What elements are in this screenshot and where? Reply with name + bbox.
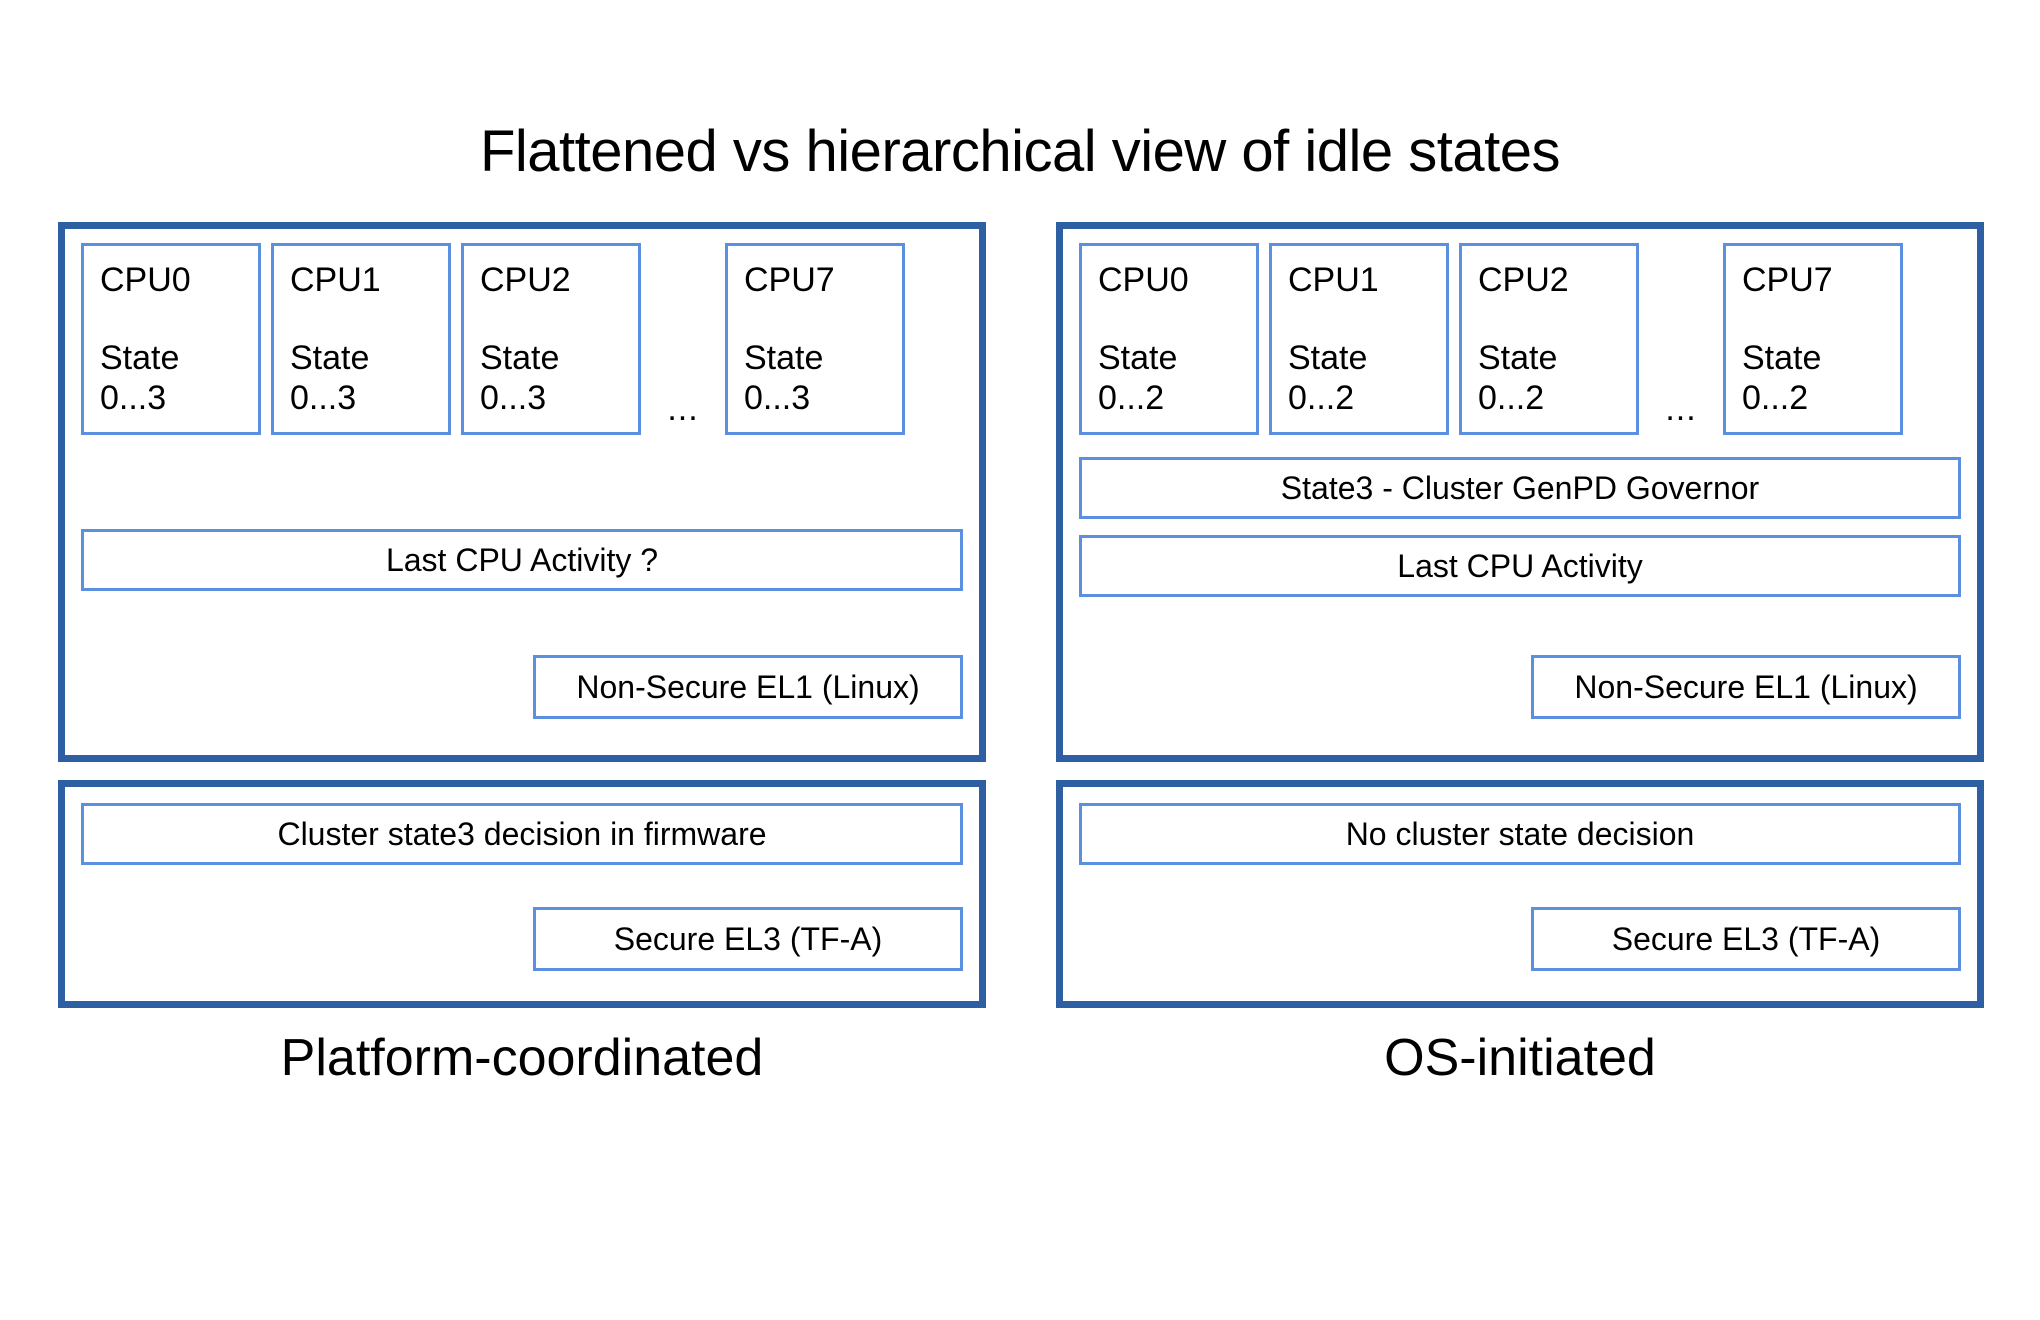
diagram-column-platform-coordinated: CPU0 State 0...3 CPU1 State 0...3 CPU2	[58, 222, 986, 1008]
cpu-state-range: 0...3	[480, 379, 547, 417]
cpu-label: CPU0	[100, 261, 191, 299]
cpu-state: State 0...3	[480, 338, 638, 418]
cpu-state-range: 0...2	[1742, 379, 1809, 417]
cpu-label: CPU0	[1098, 261, 1189, 299]
cpu-label: CPU7	[744, 261, 835, 299]
last-cpu-activity-bar: Last CPU Activity ?	[81, 529, 963, 591]
secure-el3-panel: No cluster state decision Secure EL3 (TF…	[1056, 780, 1984, 1008]
exception-level-badge-el3: Secure EL3 (TF-A)	[1531, 907, 1961, 971]
secure-el3-panel: Cluster state3 decision in firmware Secu…	[58, 780, 986, 1008]
cpu-state: State 0...3	[744, 338, 902, 418]
cpu-box-cpu0: CPU0 State 0...3	[81, 243, 261, 435]
page-title: Flattened vs hierarchical view of idle s…	[479, 119, 1561, 184]
cpu-state-label: State	[100, 339, 180, 377]
cpu-state-label: State	[1478, 339, 1558, 377]
cpu-state-range: 0...3	[290, 379, 357, 417]
cpu-ellipsis: ...	[667, 390, 699, 428]
cpu-ellipsis: ...	[1665, 390, 1697, 428]
cpu-box-cpu1: CPU1 State 0...3	[271, 243, 451, 435]
cpu-state-range: 0...3	[744, 379, 811, 417]
cpu-box-cpu2: CPU2 State 0...3	[461, 243, 641, 435]
cpu-state: State 0...2	[1098, 338, 1256, 418]
diagram-column-os-initiated: CPU0 State 0...2 CPU1 State 0...2 CPU2	[1056, 222, 1984, 1008]
cpu-state-range: 0...3	[100, 379, 167, 417]
cpu-box-cpu7: CPU7 State 0...2	[1723, 243, 1903, 435]
cpu-state-label: State	[1098, 339, 1178, 377]
cpu-state-label: State	[480, 339, 560, 377]
cpu-label: CPU2	[480, 261, 571, 299]
exception-level-badge-el1: Non-Secure EL1 (Linux)	[1531, 655, 1961, 719]
cpu-label: CPU1	[290, 261, 381, 299]
cpu-state-label: State	[1288, 339, 1368, 377]
cluster-state-decision-bar: No cluster state decision	[1079, 803, 1961, 865]
cluster-genpd-governor-bar: State3 - Cluster GenPD Governor	[1079, 457, 1961, 519]
cpu-label: CPU7	[1742, 261, 1833, 299]
cluster-state-decision-bar: Cluster state3 decision in firmware	[81, 803, 963, 865]
cpu-box-cpu0: CPU0 State 0...2	[1079, 243, 1259, 435]
column-caption-platform-coordinated: Platform-coordinated	[280, 1029, 764, 1087]
cpu-state: State 0...2	[1742, 338, 1900, 418]
cpu-box-cpu2: CPU2 State 0...2	[1459, 243, 1639, 435]
exception-level-badge-el3: Secure EL3 (TF-A)	[533, 907, 963, 971]
cpu-state: State 0...3	[290, 338, 448, 418]
cpu-state-label: State	[744, 339, 824, 377]
cpu-state-range: 0...2	[1098, 379, 1165, 417]
cpu-state-label: State	[1742, 339, 1822, 377]
cpu-label: CPU2	[1478, 261, 1569, 299]
last-cpu-activity-bar: Last CPU Activity	[1079, 535, 1961, 597]
non-secure-el1-panel: CPU0 State 0...2 CPU1 State 0...2 CPU2	[1056, 222, 1984, 762]
cpu-state: State 0...2	[1288, 338, 1446, 418]
cpu-state-label: State	[290, 339, 370, 377]
non-secure-el1-panel: CPU0 State 0...3 CPU1 State 0...3 CPU2	[58, 222, 986, 762]
cpu-state: State 0...3	[100, 338, 258, 418]
exception-level-badge-el1: Non-Secure EL1 (Linux)	[533, 655, 963, 719]
cpu-row: CPU0 State 0...3 CPU1 State 0...3 CPU2	[81, 243, 963, 439]
cpu-box-cpu1: CPU1 State 0...2	[1269, 243, 1449, 435]
column-caption-os-initiated: OS-initiated	[1384, 1029, 1656, 1087]
cpu-state: State 0...2	[1478, 338, 1636, 418]
cpu-state-range: 0...2	[1288, 379, 1355, 417]
cpu-state-range: 0...2	[1478, 379, 1545, 417]
cpu-label: CPU1	[1288, 261, 1379, 299]
cpu-row: CPU0 State 0...2 CPU1 State 0...2 CPU2	[1079, 243, 1961, 439]
cpu-box-cpu7: CPU7 State 0...3	[725, 243, 905, 435]
